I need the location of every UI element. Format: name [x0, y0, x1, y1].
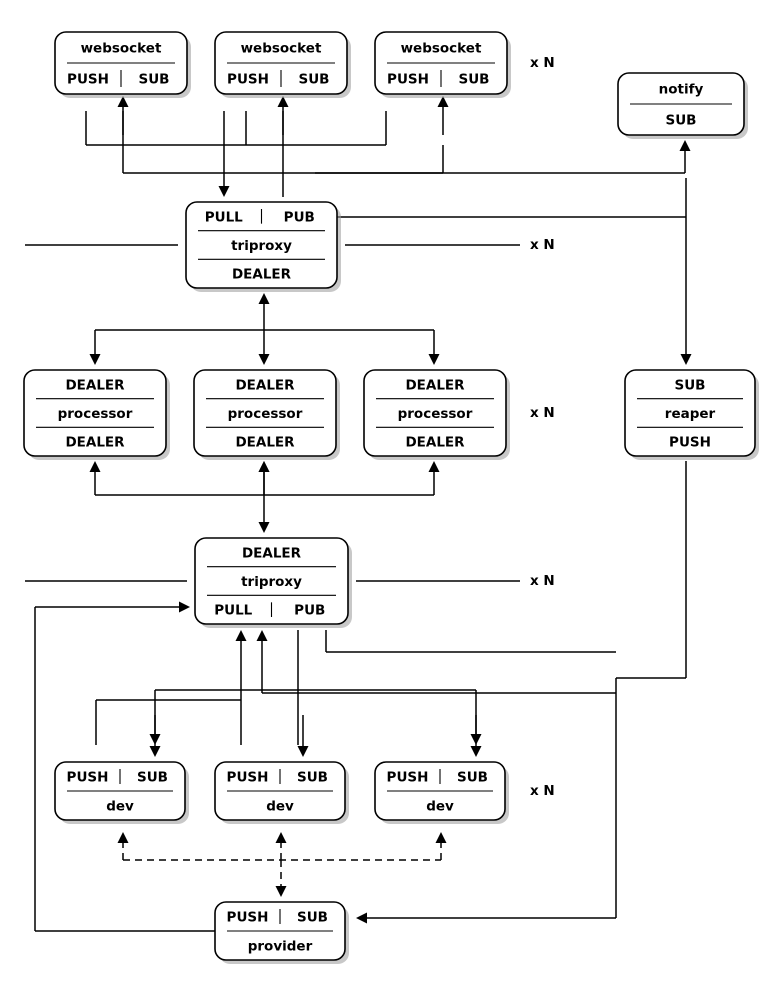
node-cell-label: websocket: [81, 41, 162, 57]
mult-processor: x N: [530, 405, 555, 421]
node-cell-label: triproxy: [241, 574, 302, 590]
node-cell-label: PUSH: [227, 910, 269, 926]
dev-sub-arrow-2-head: [297, 746, 309, 757]
connection-layer: [34, 96, 692, 932]
provider-push-dev1-head: [117, 832, 129, 843]
node-cell-label: DEALER: [65, 435, 125, 451]
scale-rule-layer: [25, 244, 520, 582]
node-cell-label: SUB: [459, 72, 490, 88]
node-cell-label: PUSH: [387, 72, 429, 88]
lower-dealer-bidi-head-end: [258, 522, 270, 533]
node-cell-label: websocket: [401, 41, 482, 57]
node-body: [194, 537, 349, 625]
node-cell-label: triproxy: [231, 238, 292, 254]
lower-dealer-bidi-head-start: [258, 461, 270, 472]
node-cell-label: SUB: [297, 770, 328, 786]
upper-fanout-left-head: [89, 354, 101, 365]
provider-push-down-head: [275, 886, 287, 897]
node-cell-label: DEALER: [405, 435, 465, 451]
pub-arrow-ws1-head: [117, 96, 129, 107]
upper-dealer-bidi-head-end: [258, 354, 270, 365]
dev-push-arrow-2-head: [256, 630, 268, 641]
node-cell-label: PULL: [214, 603, 252, 619]
node-cell-label: SUB: [457, 770, 488, 786]
mult-websocket: x N: [530, 55, 555, 71]
node-cell-label: SUB: [299, 72, 330, 88]
node-cell-label: DEALER: [232, 267, 292, 283]
reaper-sub-in-head: [680, 354, 692, 365]
node-cell-label: websocket: [241, 41, 322, 57]
node-cell-label: processor: [398, 406, 473, 422]
node-cell-label: PUSH: [669, 435, 711, 451]
node-body: [185, 201, 338, 289]
node-body: [624, 369, 756, 457]
node-cell-label: DEALER: [405, 377, 465, 393]
node-cell-label: processor: [228, 406, 303, 422]
pub-arrow-ws2-head: [277, 96, 289, 107]
proc-up-left-head: [89, 461, 101, 472]
node-cell-label: PULL: [205, 209, 243, 225]
node-cell-label: PUB: [284, 209, 315, 225]
provider-push-dev3-head: [435, 832, 447, 843]
node-cell-label: SUB: [666, 113, 697, 129]
provider-push-dev2-head: [275, 832, 287, 843]
node-cell-label: SUB: [675, 377, 706, 393]
upper-fanout-right-head: [428, 354, 440, 365]
node-cell-label: PUB: [294, 603, 325, 619]
node-cell-label: SUB: [139, 72, 170, 88]
node-cell-label: DEALER: [235, 435, 295, 451]
mult-dev: x N: [530, 783, 555, 799]
dashed-connection-layer: [117, 832, 447, 897]
reaper-push-to-provider-h-head: [356, 912, 367, 924]
node-cell-label: PUSH: [387, 770, 429, 786]
mult-triproxy-upper: x N: [530, 237, 555, 253]
node-cell-label: provider: [248, 939, 313, 955]
node-cell-label: PUSH: [227, 770, 269, 786]
node-cell-label: dev: [426, 799, 454, 815]
node-cell-label: dev: [106, 799, 134, 815]
node-cell-label: PUSH: [67, 770, 109, 786]
pub-arrow-ws3-head: [437, 96, 449, 107]
node-cell-label: dev: [266, 799, 294, 815]
node-body: [23, 369, 167, 457]
node-cell-label: PUSH: [67, 72, 109, 88]
dev-sub-arrow-3-head: [470, 746, 482, 757]
node-provider[interactable]: PUSH SUB provider: [214, 901, 349, 964]
proc-up-right-head: [428, 461, 440, 472]
node-cell-label: DEALER: [235, 377, 295, 393]
node-body: [363, 369, 507, 457]
provider-left-into-pull-head: [179, 601, 190, 613]
node-cell-label: SUB: [297, 910, 328, 926]
mult-triproxy-lower: x N: [530, 573, 555, 589]
node-cell-label: notify: [659, 82, 704, 98]
dev-push-to-pull-1-head: [235, 630, 247, 641]
node-cell-label: PUSH: [227, 72, 269, 88]
node-body: [193, 369, 337, 457]
node-cell-label: SUB: [137, 770, 168, 786]
node-cell-label: DEALER: [242, 545, 302, 561]
node-cell-label: DEALER: [65, 377, 125, 393]
pub-notify-up-head: [679, 140, 691, 151]
pull-down-into-upper-head: [218, 186, 230, 197]
multiplier-layer: x N x N x N x N x N: [530, 55, 555, 799]
node-cell-label: processor: [58, 406, 133, 422]
node-cell-label: reaper: [665, 406, 716, 422]
dev-sub-arrow-1-head: [149, 746, 161, 757]
upper-dealer-bidi-head-start: [258, 293, 270, 304]
